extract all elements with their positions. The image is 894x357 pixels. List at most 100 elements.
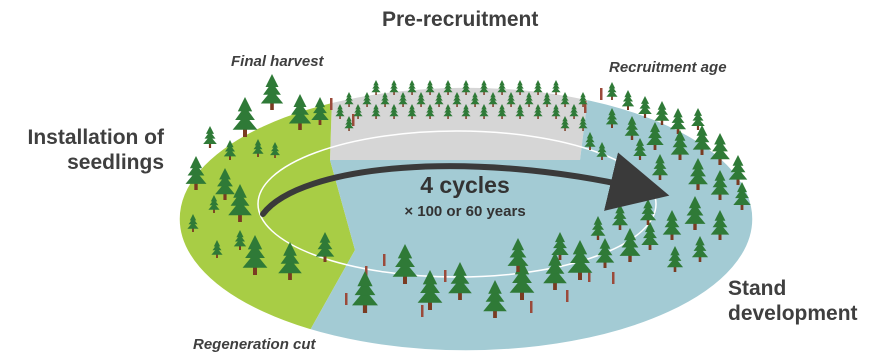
tree: [606, 82, 618, 100]
tree: [352, 271, 378, 313]
tree: [228, 184, 252, 222]
tree: [479, 80, 489, 95]
tree: [407, 104, 417, 119]
tree: [252, 139, 264, 157]
tree: [692, 125, 712, 155]
tree: [270, 142, 280, 158]
tree: [479, 104, 489, 119]
tree-layer: [185, 74, 751, 318]
tree: [605, 108, 619, 128]
stage-label-stand-line1: Stand: [728, 277, 787, 300]
tree: [551, 80, 561, 95]
stump: [584, 101, 587, 113]
tree: [543, 252, 567, 290]
stump: [588, 270, 591, 282]
stump: [345, 293, 348, 305]
tree: [278, 242, 302, 280]
tree: [335, 104, 345, 119]
tree: [232, 97, 258, 137]
stump: [566, 290, 569, 302]
tree: [666, 246, 684, 272]
tree: [417, 270, 443, 310]
tree: [311, 97, 329, 125]
tree: [684, 196, 706, 230]
tree: [185, 156, 207, 190]
stump: [352, 114, 355, 126]
tree: [288, 94, 312, 130]
event-label-recruitment-age: Recruitment age: [609, 59, 727, 76]
tree: [551, 232, 569, 260]
tree: [542, 92, 552, 107]
tree: [551, 104, 561, 119]
tree: [710, 133, 730, 165]
tree: [578, 116, 588, 131]
tree: [483, 280, 507, 318]
tree: [710, 210, 730, 240]
tree: [524, 92, 534, 107]
tree: [560, 92, 570, 107]
stage-label-stand-line2: development: [728, 302, 858, 325]
tree: [452, 92, 462, 107]
tree: [710, 170, 730, 200]
tree: [515, 104, 525, 119]
tree: [624, 116, 640, 140]
tree: [353, 104, 363, 119]
tree: [211, 240, 223, 258]
stage-label-pre-recruitment: Pre-recruitment: [382, 8, 539, 31]
tree: [233, 230, 247, 250]
stump: [365, 266, 368, 278]
tree: [470, 92, 480, 107]
stage-label-installation-line2: seedlings: [67, 151, 164, 174]
tree: [669, 108, 687, 134]
tree: [569, 104, 579, 119]
stage-label-installation-line1: Installation of: [27, 126, 165, 149]
tree: [488, 92, 498, 107]
tree: [641, 222, 659, 250]
tree: [662, 210, 682, 240]
tree: [223, 140, 237, 160]
tree: [461, 80, 471, 95]
stump: [383, 254, 386, 266]
tree: [371, 80, 381, 95]
tree: [344, 116, 354, 131]
tree: [398, 92, 408, 107]
tree: [344, 92, 354, 107]
tree: [380, 92, 390, 107]
event-label-regeneration-cut: Regeneration cut: [193, 336, 316, 353]
tree: [590, 216, 606, 240]
tree: [567, 240, 593, 280]
stage-label-stand-development: Stand development: [728, 276, 858, 326]
tree: [425, 104, 435, 119]
tree: [448, 262, 472, 300]
stump: [530, 301, 533, 313]
stage-label-installation: Installation of seedlings: [22, 125, 165, 175]
cycle-count-label: 4 cycles: [420, 172, 510, 198]
tree: [728, 155, 748, 185]
tree: [443, 104, 453, 119]
tree: [425, 80, 435, 95]
tree: [533, 80, 543, 95]
tree: [416, 92, 426, 107]
tree: [670, 130, 690, 160]
tree: [497, 104, 507, 119]
stump: [444, 270, 447, 282]
tree: [497, 80, 507, 95]
tree: [515, 80, 525, 95]
tree: [315, 232, 335, 262]
tree: [392, 244, 418, 284]
tree: [595, 238, 615, 268]
cycle-arrow: [260, 152, 670, 217]
tree: [560, 116, 570, 131]
tree: [362, 92, 372, 107]
tree: [389, 104, 399, 119]
tree: [654, 101, 670, 125]
tree: [733, 182, 751, 210]
tree: [187, 214, 199, 232]
tree: [584, 132, 596, 150]
sector-pre-recruitment: [330, 87, 600, 160]
tree: [646, 122, 664, 150]
tree: [389, 80, 399, 95]
stump: [600, 88, 603, 100]
tree: [215, 168, 235, 200]
